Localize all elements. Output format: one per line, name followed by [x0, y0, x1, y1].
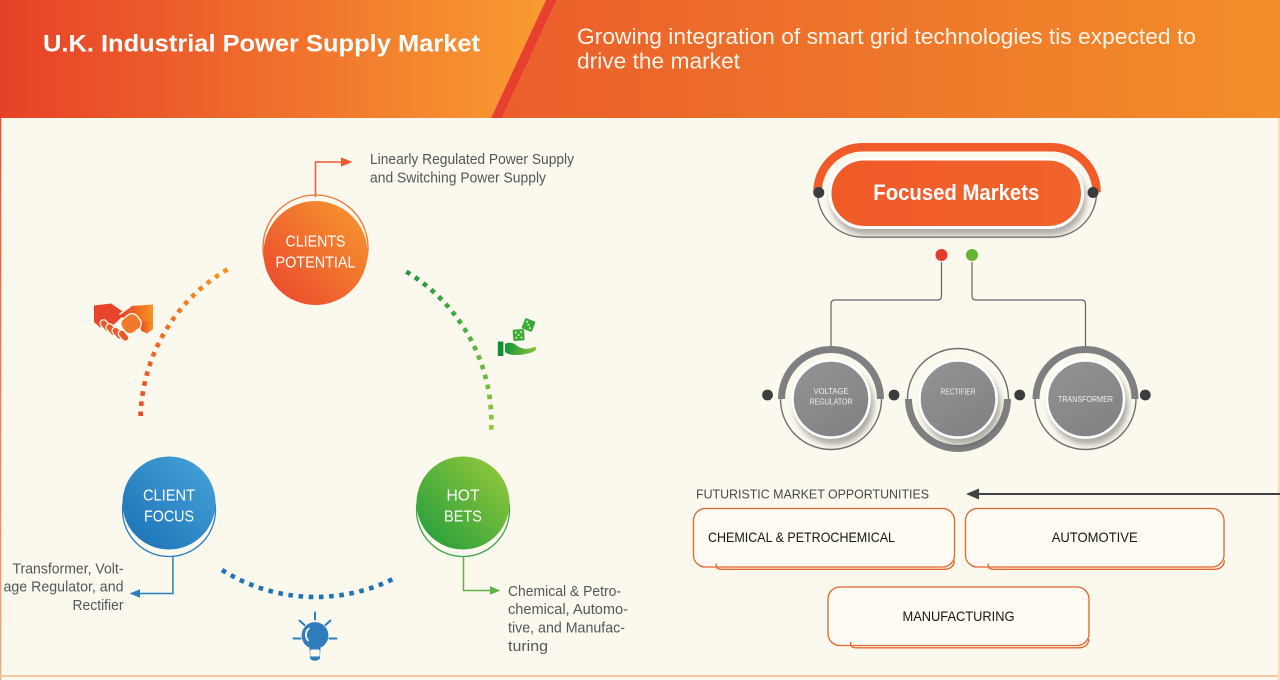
svg-text:Linearly Regulated Power Suppl: Linearly Regulated Power Supply	[370, 152, 575, 168]
svg-text:POTENTIAL: POTENTIAL	[276, 255, 356, 272]
svg-text:TRANSFORMER: TRANSFORMER	[1058, 395, 1113, 404]
svg-text:Chemical & Petro-: Chemical & Petro-	[508, 584, 621, 600]
svg-text:REGULATOR: REGULATOR	[810, 397, 853, 406]
svg-text:chemical, Automo-: chemical, Automo-	[508, 602, 628, 618]
svg-text:CLIENTS: CLIENTS	[286, 234, 346, 251]
svg-text:BETS: BETS	[444, 509, 482, 526]
svg-text:Transformer, Volt-: Transformer, Volt-	[13, 561, 124, 577]
svg-text:RECTIFIER: RECTIFIER	[941, 388, 976, 397]
svg-text:FUTURISTIC MARKET OPPORTUNITIE: FUTURISTIC MARKET OPPORTUNITIES	[696, 487, 929, 502]
svg-text:turing: turing	[508, 639, 548, 655]
svg-text:MANUFACTURING: MANUFACTURING	[903, 608, 1015, 624]
svg-text:age Regulator, and: age Regulator, and	[4, 580, 124, 596]
svg-text:Growing integration of smart g: Growing integration of smart grid techno…	[577, 24, 1196, 49]
svg-text:AUTOMOTIVE: AUTOMOTIVE	[1052, 529, 1138, 545]
svg-text:Rectifier: Rectifier	[73, 598, 124, 614]
svg-text:CHEMICAL & PETROCHEMICAL: CHEMICAL & PETROCHEMICAL	[708, 529, 895, 545]
svg-text:drive the market: drive the market	[577, 49, 740, 74]
svg-text:VOLTAGE: VOLTAGE	[814, 387, 849, 396]
svg-text:HOT: HOT	[447, 488, 481, 505]
svg-text:tive, and Manufac-: tive, and Manufac-	[508, 621, 625, 637]
svg-text:FOCUS: FOCUS	[144, 509, 194, 526]
svg-text:and Switching Power Supply: and Switching Power Supply	[370, 170, 547, 186]
svg-text:U.K. Industrial Power Supply M: U.K. Industrial Power Supply Market	[43, 31, 480, 58]
svg-text:Focused Markets: Focused Markets	[873, 180, 1039, 205]
svg-text:CLIENT: CLIENT	[143, 488, 195, 505]
